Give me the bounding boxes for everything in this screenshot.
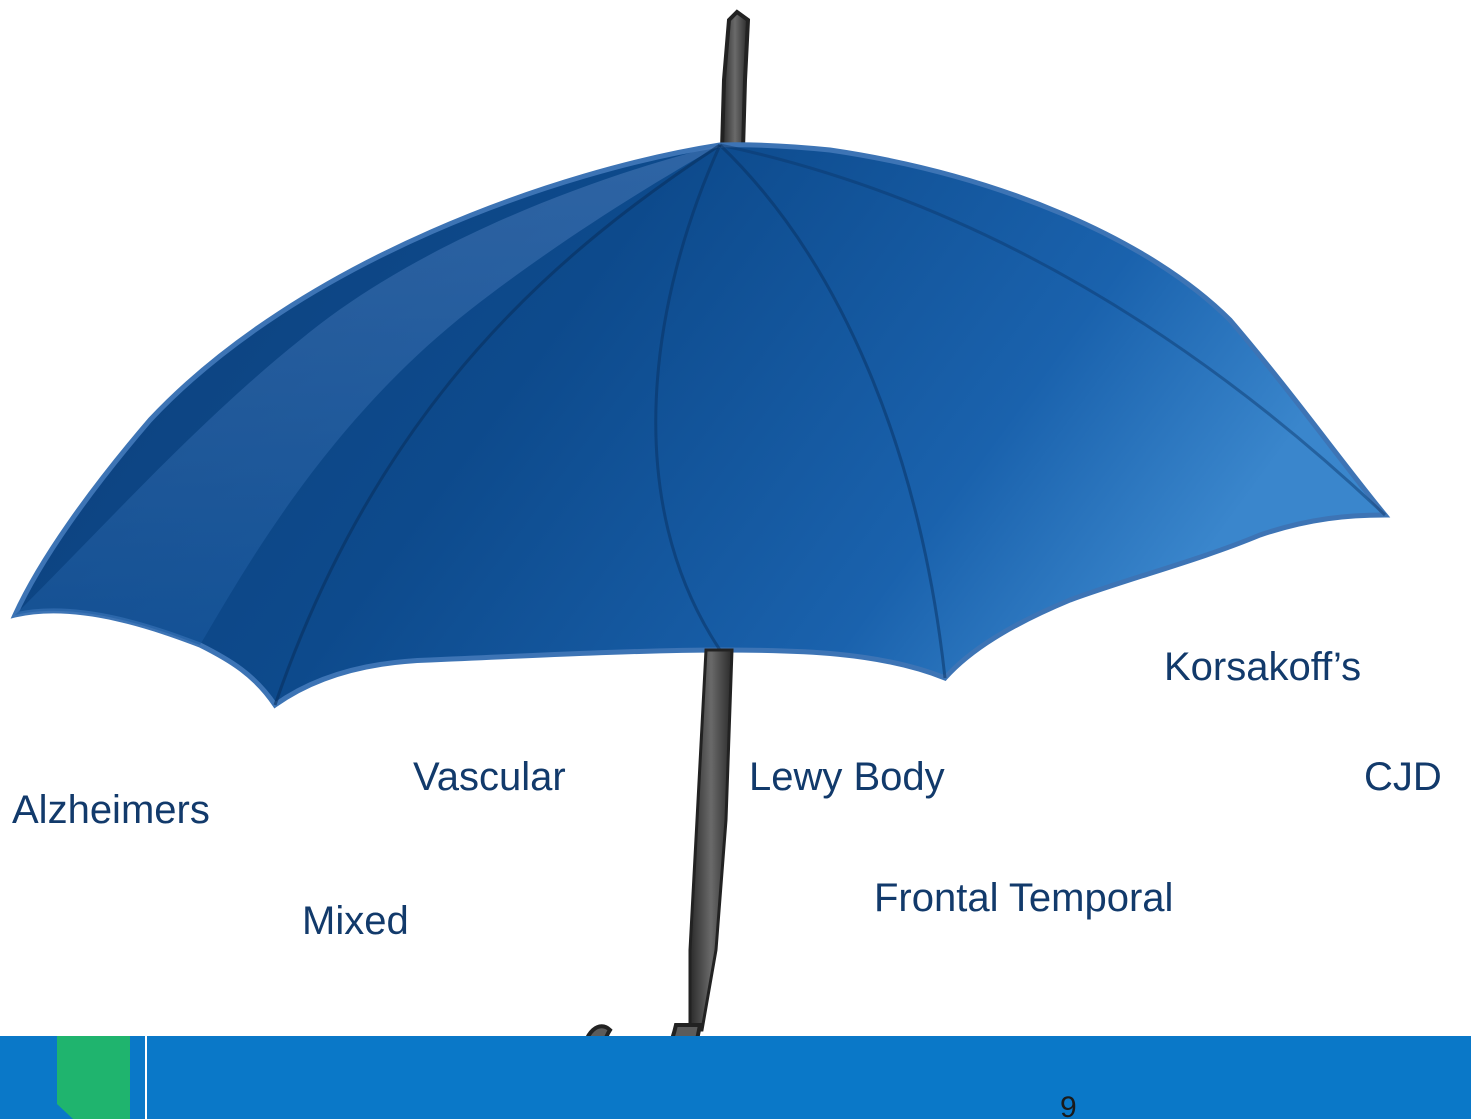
logo-green-block — [57, 1036, 130, 1119]
label-cjd: CJD — [1364, 757, 1442, 797]
label-mixed: Mixed — [302, 901, 409, 941]
label-vascular: Vascular — [413, 757, 566, 797]
footer-divider — [145, 1036, 147, 1119]
footer-bar — [0, 1036, 1471, 1119]
label-korsakoffs: Korsakoff’s — [1164, 647, 1361, 687]
label-frontal-temporal: Frontal Temporal — [874, 878, 1173, 918]
logo-mark-icon — [0, 1036, 43, 1119]
label-alzheimers: Alzheimers — [12, 790, 210, 830]
page-number: 9 — [1060, 1093, 1077, 1119]
label-lewy-body: Lewy Body — [749, 757, 945, 797]
